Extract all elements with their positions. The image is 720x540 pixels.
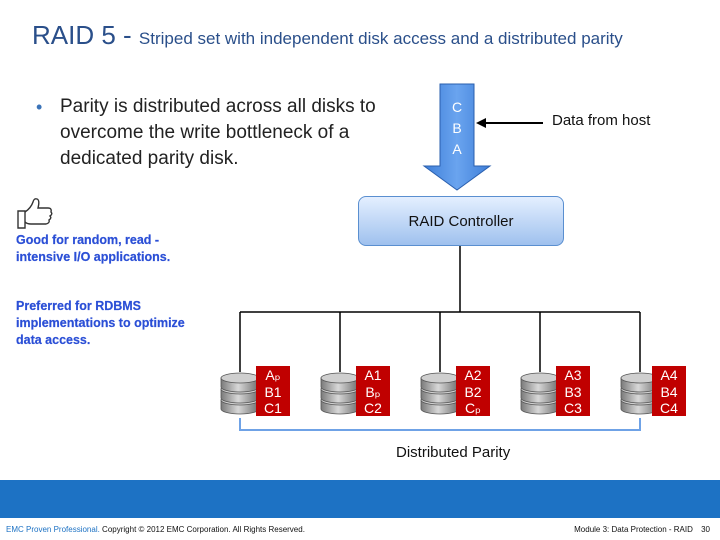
- disk-stack-4: [520, 372, 560, 415]
- footer-module: Module 3: Data Protection - RAID 30: [574, 525, 710, 534]
- disk-4-label: A3 B3 C3: [556, 366, 590, 416]
- thumbs-up-icon: [14, 196, 54, 230]
- arrow-letters: C B A: [440, 97, 474, 160]
- footer-brand: EMC Proven Professional.: [6, 525, 100, 534]
- disk-platter-top-icon: [520, 372, 560, 384]
- bullet-point: • Parity is distributed across all disks…: [36, 94, 406, 172]
- disk-platter-top-icon: [420, 372, 460, 384]
- parity-bracket: [239, 418, 641, 431]
- title-subtitle: Striped set with independent disk access…: [138, 29, 623, 48]
- disk-5-strip-a: A4: [660, 367, 678, 383]
- disk-5-label: A4 B4 C4: [652, 366, 686, 416]
- disk-2-strip-b: Bₚ: [365, 383, 381, 400]
- disk-4-strip-c: C3: [564, 400, 582, 416]
- disk-1-label: Aₚ B1 C1: [256, 366, 290, 416]
- disk-5-strip-c: C4: [660, 400, 678, 416]
- note-rdbms: Preferred for RDBMS implementations to o…: [16, 299, 185, 347]
- disk-stack-2: [320, 372, 360, 415]
- bullet-text: Parity is distributed across all disks t…: [60, 96, 376, 169]
- disk-1-strip-c: C1: [264, 400, 282, 416]
- title-main: RAID 5 -: [32, 20, 139, 50]
- page-title: RAID 5 - Striped set with independent di…: [32, 20, 623, 51]
- footer-module-text: Module 3: Data Protection - RAID: [574, 525, 693, 534]
- note-random-read: Good for random, read -intensive I/O app…: [16, 233, 171, 264]
- disk-platter-top-icon: [320, 372, 360, 384]
- disk-1-strip-b: B1: [264, 383, 282, 400]
- host-connector-arrowhead: [476, 118, 486, 128]
- disk-stack-3: [420, 372, 460, 415]
- disk-5-strip-b: B4: [660, 383, 678, 400]
- disk-1-strip-a: Aₚ: [265, 367, 281, 383]
- footer-copyright-text: Copyright © 2012 EMC Corporation. All Ri…: [99, 525, 305, 534]
- arrow-letter: B: [452, 120, 462, 136]
- host-label: Data from host: [552, 112, 651, 129]
- disk-platter-top-icon: [220, 372, 260, 384]
- raid-controller-label: RAID Controller: [408, 212, 514, 230]
- disk-3-strip-a: A2: [464, 367, 482, 383]
- arrow-letter: C: [451, 99, 463, 115]
- disk-2-strip-c: C2: [364, 400, 382, 416]
- footer-bar: [0, 480, 720, 518]
- disk-3-strip-c: Cₚ: [464, 400, 482, 416]
- bullet-dot-icon: •: [36, 97, 43, 117]
- arrow-letter: A: [452, 141, 462, 157]
- disk-3-strip-b: B2: [464, 383, 482, 400]
- disk-2-strip-a: A1: [364, 367, 382, 383]
- disk-4-strip-b: B3: [564, 383, 582, 400]
- footer-copyright: EMC Proven Professional. Copyright © 201…: [6, 525, 305, 534]
- raid-controller: RAID Controller: [358, 196, 564, 246]
- host-data-arrow: [422, 83, 492, 191]
- disk-2-label: A1 Bₚ C2: [356, 366, 390, 416]
- disk-4-strip-a: A3: [564, 367, 582, 383]
- distributed-parity-label: Distributed Parity: [396, 444, 511, 461]
- disk-3-label: A2 B2 Cₚ: [456, 366, 490, 416]
- disk-stack-1: [220, 372, 260, 415]
- footer-page-number: 30: [701, 525, 710, 534]
